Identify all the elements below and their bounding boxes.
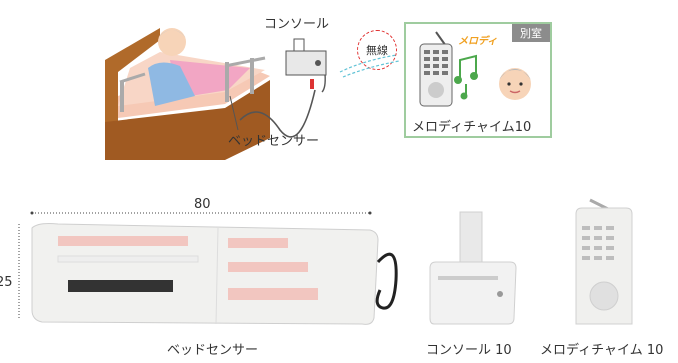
melody-chime-caption: メロディチャイム 10 bbox=[540, 343, 664, 358]
alt-room-tag: 別室 bbox=[512, 24, 550, 42]
height-dimension-line bbox=[18, 224, 20, 320]
console-photo bbox=[429, 211, 517, 325]
bed-illustration bbox=[100, 10, 280, 170]
bed-sensor-photo bbox=[31, 223, 398, 325]
console-device bbox=[282, 35, 330, 95]
wireless-label: 無線 bbox=[366, 44, 388, 57]
console-label: コンソール bbox=[264, 17, 330, 32]
music-note-icon bbox=[454, 54, 478, 100]
bed-sensor-caption: ベッドセンサー bbox=[167, 343, 259, 358]
caregiver-face-icon bbox=[499, 68, 531, 100]
width-dimension-line bbox=[30, 211, 372, 215]
height-dimension-value: 25 bbox=[0, 275, 13, 290]
width-dimension-value: 80 bbox=[194, 197, 211, 212]
melody-chime-photo bbox=[575, 198, 633, 325]
signal-waves-icon bbox=[339, 54, 400, 78]
console-caption: コンソール 10 bbox=[426, 343, 512, 358]
melody-chime-label: メロディチャイム10 bbox=[412, 120, 532, 135]
bed-sensor-label: ベッドセンサー bbox=[228, 134, 320, 149]
bed-sensor-leader bbox=[229, 95, 239, 131]
wireless-badge: 無線 bbox=[357, 30, 397, 70]
melody-text: メロディ bbox=[458, 36, 498, 47]
melody-chime-device-icon bbox=[419, 31, 453, 107]
sensor-cable bbox=[239, 73, 326, 138]
alt-room-panel: 別室 メロディ メロディチャイム10 bbox=[404, 22, 552, 138]
